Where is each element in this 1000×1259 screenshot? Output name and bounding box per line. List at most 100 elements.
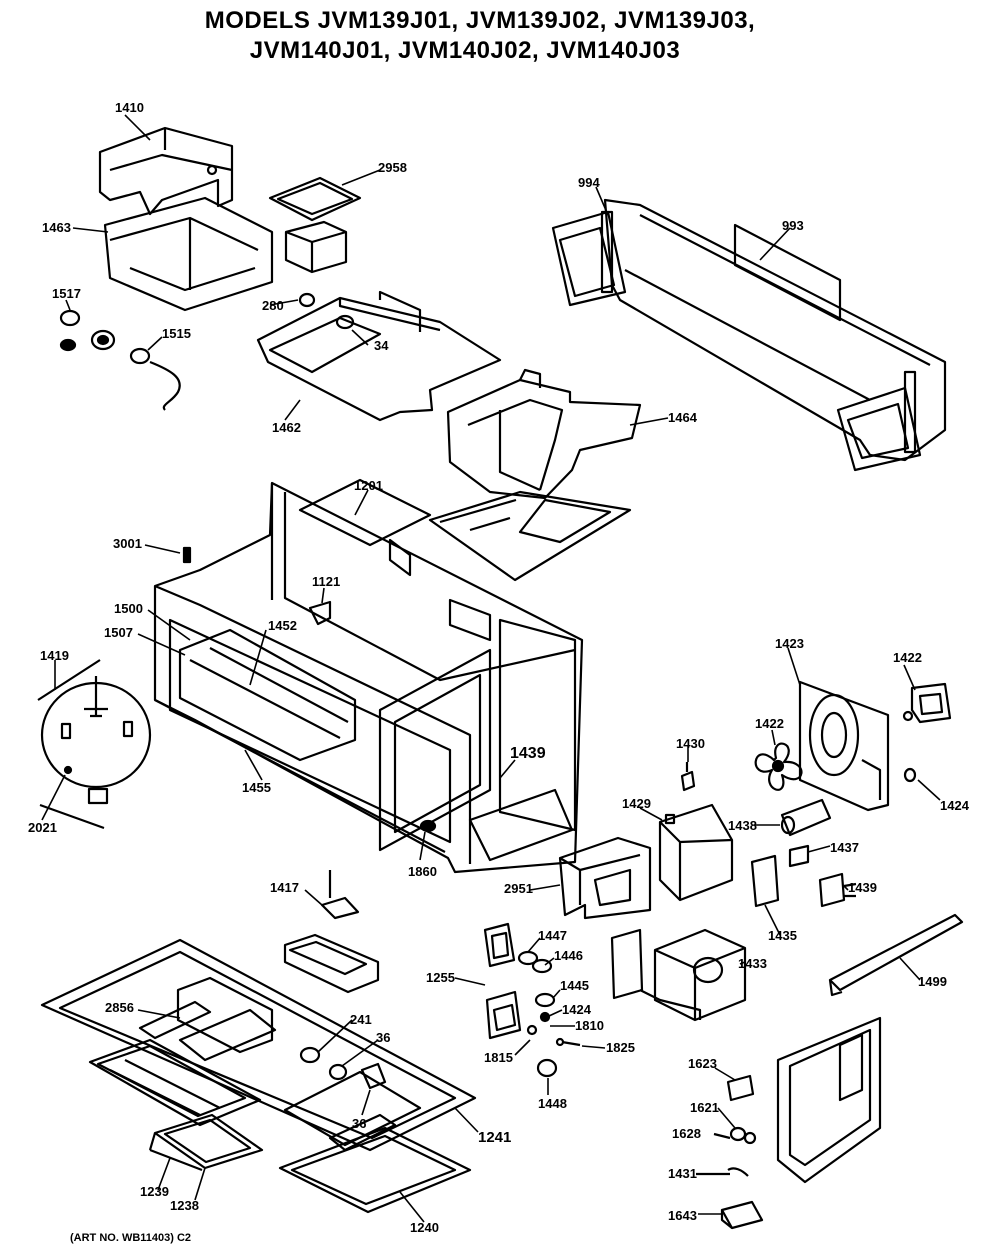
callout-34: 34 <box>374 338 389 353</box>
part-1825-screw <box>555 1037 581 1047</box>
callout-1500: 1500 <box>114 601 143 616</box>
callout-1430: 1430 <box>676 736 705 751</box>
callout-1201: 1201 <box>354 478 383 493</box>
leader-lines <box>41 114 941 1223</box>
callout-1447: 1447 <box>538 928 567 943</box>
callout-1431: 1431 <box>668 1166 697 1181</box>
callout-1448: 1448 <box>538 1096 567 1111</box>
callout-2856: 2856 <box>105 1000 134 1015</box>
callout-1446: 1446 <box>554 948 583 963</box>
callout-1241: 1241 <box>478 1129 511 1146</box>
part-1240-vent-panel <box>278 1126 472 1214</box>
part-1201-oven-cavity <box>153 478 584 874</box>
callout-1422-blade: 1422 <box>755 716 784 731</box>
part-1241-control-panel <box>40 938 477 1152</box>
part-1424-cam <box>539 1011 551 1023</box>
callout-1628: 1628 <box>672 1126 701 1141</box>
callout-labels: 1410 1463 2958 994 993 1517 1515 280 34 … <box>28 100 970 1235</box>
callout-1499: 1499 <box>918 974 947 989</box>
part-1623-relay <box>726 1074 755 1102</box>
callout-1452: 1452 <box>268 618 297 633</box>
part-1515-lamp-socket <box>129 347 181 411</box>
callout-241: 241 <box>350 1012 372 1027</box>
part-1517-knob <box>59 309 116 352</box>
callout-1515: 1515 <box>162 326 191 341</box>
callout-1643: 1643 <box>668 1208 697 1223</box>
callout-1410: 1410 <box>115 100 144 115</box>
part-36-button <box>360 1062 387 1090</box>
callout-1463: 1463 <box>42 220 71 235</box>
part-1463-duct-box <box>103 196 274 312</box>
part-1438-diode <box>780 798 832 837</box>
part-1643-relay <box>720 1200 764 1230</box>
part-2951-plenum <box>558 836 652 920</box>
callout-1815: 1815 <box>484 1050 513 1065</box>
callout-994: 994 <box>578 175 600 190</box>
part-1417-bracket <box>320 870 360 920</box>
part-1422-fan-motor <box>902 682 952 724</box>
part-36-knob <box>328 1063 348 1081</box>
callout-1462: 1462 <box>272 420 301 435</box>
title-line-1: MODELS JVM139J01, JVM139J02, JVM139J03, <box>204 7 756 34</box>
part-1431-wire <box>696 1167 749 1177</box>
part-1430-thermostat <box>680 762 696 792</box>
callout-993: 993 <box>782 218 804 233</box>
part-3001-screw <box>182 546 192 564</box>
callout-1121: 1121 <box>312 574 340 589</box>
callout-1860: 1860 <box>408 864 437 879</box>
part-1462-air-guide <box>256 290 502 422</box>
callout-1445: 1445 <box>560 978 589 993</box>
callout-1437: 1437 <box>830 840 859 855</box>
part-1810-screw <box>526 1024 538 1036</box>
diagram-title: MODELS JVM139J01, JVM139J02, JVM139J03, … <box>0 6 1000 66</box>
part-control-bracket <box>283 933 380 994</box>
callout-1255: 1255 <box>426 970 455 985</box>
callout-36-knob: 36 <box>376 1030 390 1045</box>
callout-2958: 2958 <box>378 160 407 175</box>
part-1439-harness <box>818 872 857 908</box>
callout-1429: 1429 <box>622 796 651 811</box>
callout-3001: 3001 <box>113 536 142 551</box>
part-1429-capacitor <box>658 803 734 902</box>
callout-1455: 1455 <box>242 780 271 795</box>
callout-1621: 1621 <box>690 1100 719 1115</box>
part-280-grommet <box>298 292 316 308</box>
part-993-back-plate <box>551 198 947 472</box>
part-1628-screw <box>713 1132 731 1140</box>
art-number: (ART NO. WB11403) C2 <box>70 1232 192 1244</box>
callout-1239: 1239 <box>140 1184 169 1199</box>
part-1239-grille <box>148 1113 264 1172</box>
part-1464-fan-duct <box>446 368 642 500</box>
callout-1417: 1417 <box>270 880 299 895</box>
callout-1439-cavity: 1439 <box>510 745 546 762</box>
callout-1238: 1238 <box>170 1198 199 1213</box>
part-transformer-shield <box>610 928 644 1000</box>
part-1255-switch-assembly <box>483 922 522 1040</box>
callout-1419: 1419 <box>40 648 69 663</box>
part-1437-clip <box>788 844 810 868</box>
callout-1438: 1438 <box>728 818 757 833</box>
callout-1810: 1810 <box>575 1018 604 1033</box>
part-1423-fan-bracket <box>798 680 890 812</box>
part-control-board-plate <box>776 1016 882 1184</box>
callout-1517: 1517 <box>52 286 81 301</box>
callout-1424-cam: 1424 <box>562 1002 592 1017</box>
callout-2951: 2951 <box>504 881 533 896</box>
part-1422-fan-blade <box>754 742 803 791</box>
callout-1435: 1435 <box>768 928 797 943</box>
callout-1464: 1464 <box>668 410 698 425</box>
part-2958-filter <box>268 176 362 274</box>
callout-1422-motor: 1422 <box>893 650 922 665</box>
part-1410-cover <box>98 126 234 216</box>
part-1435-bracket <box>750 854 780 908</box>
callout-1507: 1507 <box>104 625 133 640</box>
part-1433-transformer <box>639 928 747 1022</box>
part-1424-screw <box>903 767 917 783</box>
part-1446-switch <box>531 958 553 974</box>
part-1621-fuse <box>729 1126 757 1145</box>
part-keypad <box>88 1038 262 1127</box>
part-1860-damper <box>419 819 437 833</box>
callout-1623: 1623 <box>688 1056 717 1071</box>
title-line-2: JVM140J01, JVM140J02, JVM140J03 <box>249 37 681 64</box>
